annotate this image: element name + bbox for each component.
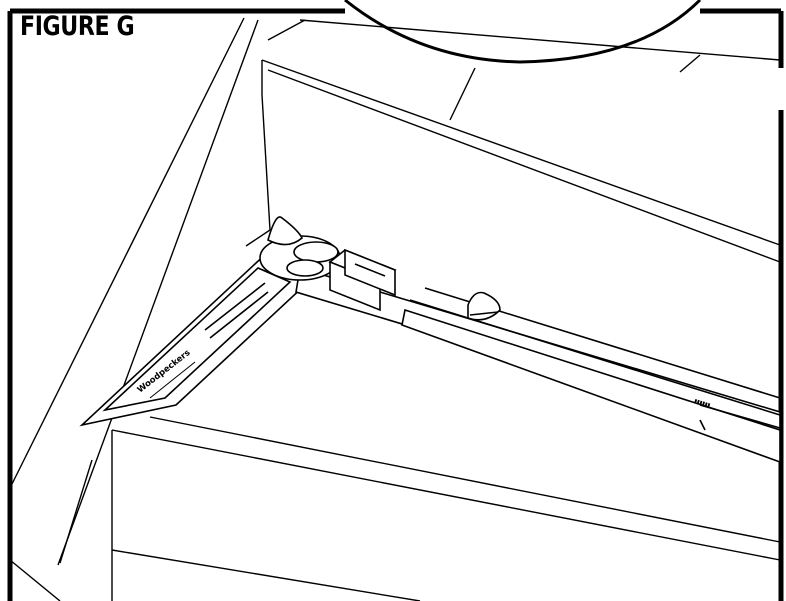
tool-logo-underline: [149, 361, 196, 399]
rail-marking: ▮▮▮▮▮▮: [693, 398, 711, 409]
cabinet-box: [9, 17, 781, 601]
square-tool: [79, 216, 781, 464]
figure-frame: [7, 8, 784, 601]
figure-label: FIGURE G: [20, 11, 135, 42]
magnifier-circle: [344, 0, 702, 64]
